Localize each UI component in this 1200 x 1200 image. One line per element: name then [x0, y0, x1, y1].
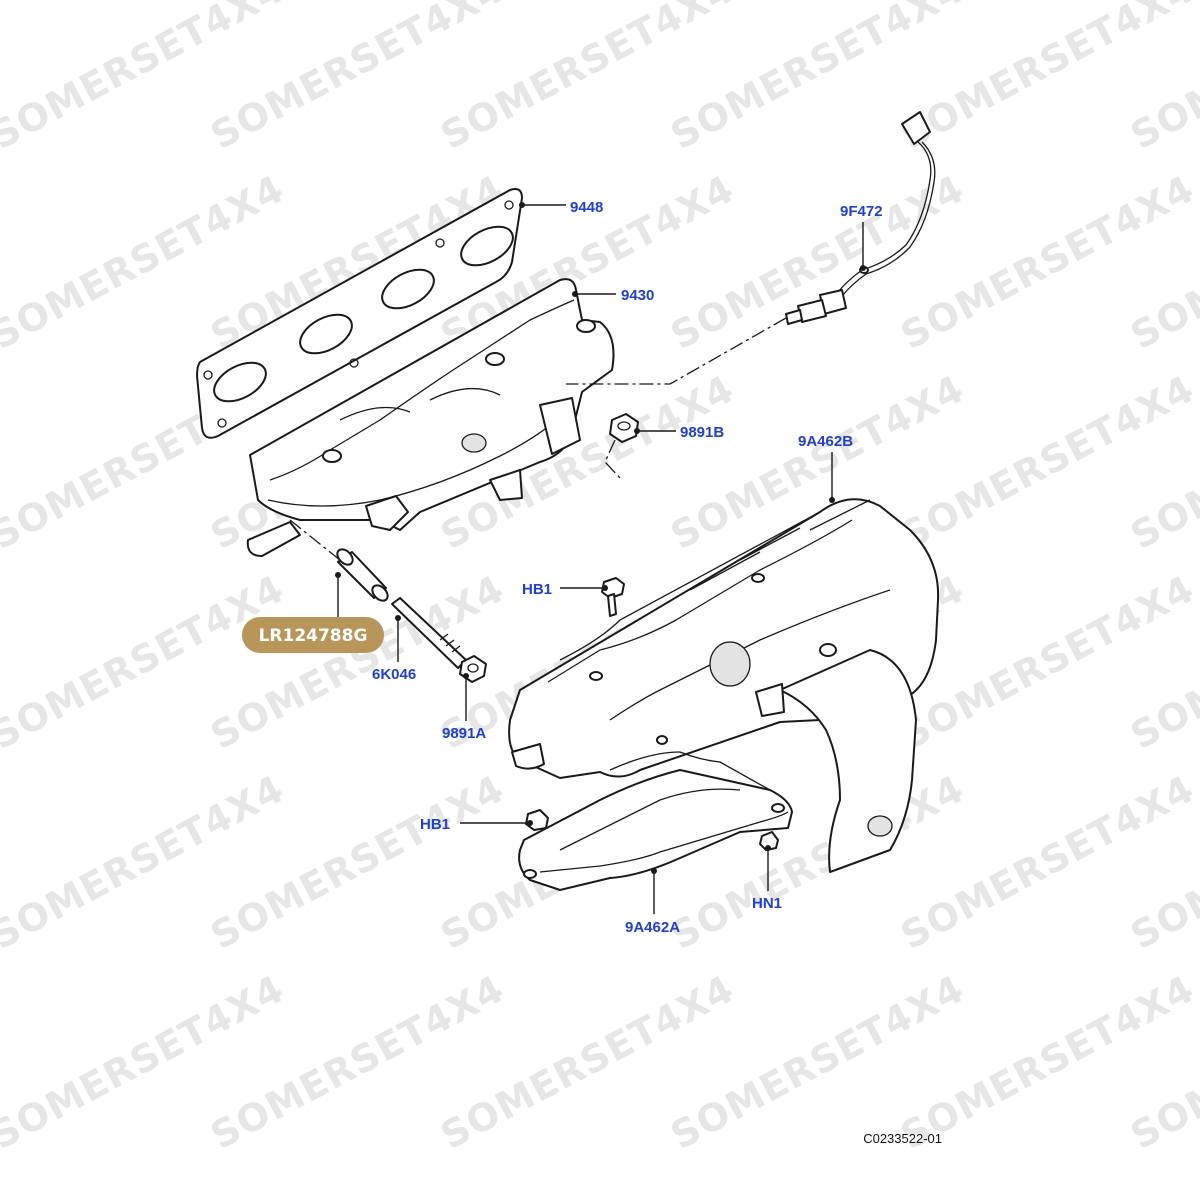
callout-9f472: 9F472: [840, 203, 883, 220]
part-number-badge-background: [242, 617, 384, 653]
callout-9a462a: 9A462A: [625, 919, 680, 936]
callout-6k046: 6K046: [372, 666, 416, 683]
spacer-sleeve-drawing: [336, 548, 389, 602]
exhaust-manifold-drawing: [246, 278, 615, 557]
nut-9891b-drawing: [609, 413, 639, 443]
callout-hb1-bottom: HB1: [420, 816, 450, 833]
watermark-layer: SOMERSET4X4SOMERSET4X4SOMERSET4X4SOMERSE…: [0, 0, 1200, 1158]
leader-lines: [335, 202, 866, 914]
diagram-reference-code: C0233522-01: [863, 1131, 942, 1146]
bolt-hb1-top-drawing: [601, 577, 625, 617]
bolt-hb1-bottom-drawing: [525, 809, 549, 831]
exhaust-gasket-drawing: [196, 188, 523, 439]
callout-hn1: HN1: [752, 895, 782, 912]
callout-9430: 9430: [621, 287, 654, 304]
lower-heat-shield-drawing: [518, 751, 793, 891]
callout-9448: 9448: [570, 199, 603, 216]
callout-9891a: 9891A: [442, 725, 486, 742]
oxygen-sensor-drawing: [785, 111, 936, 325]
callout-9a462b: 9A462B: [798, 433, 853, 450]
callout-9891b: 9891B: [680, 424, 724, 441]
upper-heat-shield-drawing: [508, 498, 940, 873]
part-number-badge-label: LR124788G: [259, 626, 368, 646]
part-number-badge[interactable]: LR124788G: [242, 617, 384, 653]
callout-hb1-top: HB1: [522, 581, 552, 598]
nut-hn1-drawing: [759, 831, 779, 851]
